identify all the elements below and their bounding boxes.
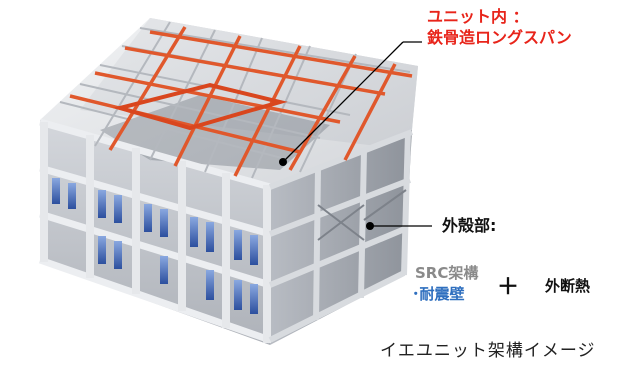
plus-sign: ＋ <box>497 275 520 300</box>
unit-label-line2: 鉄骨造ロングスパン <box>427 28 572 47</box>
outer-shell-label: 外殻部: <box>442 216 497 235</box>
src-frame-label: SRC架構 <box>415 264 479 282</box>
front-floor-beams <box>38 118 272 344</box>
unit-interior-label: ユニット内 ： 鉄骨造ロングスパン <box>427 6 572 48</box>
right-braces <box>317 189 407 241</box>
figure-caption: イエユニット架構イメージ <box>380 341 596 361</box>
external-insulation-label: 外断熱 <box>545 277 591 295</box>
shell-pointer <box>366 222 432 230</box>
unit-pointer-dot <box>279 158 287 166</box>
right-facade-frame <box>268 129 414 343</box>
unit-label-line1: ユニット内 ： <box>427 7 529 26</box>
glazing-panels <box>52 178 258 314</box>
stair-void-frame <box>112 82 288 131</box>
seismic-wall-label: ･耐震壁 <box>412 285 465 303</box>
shell-pointer-dot <box>366 222 374 230</box>
front-columns <box>40 122 271 343</box>
right-facade <box>270 130 412 345</box>
unit-pointer <box>279 41 422 166</box>
steel-long-span-beams <box>69 26 413 177</box>
